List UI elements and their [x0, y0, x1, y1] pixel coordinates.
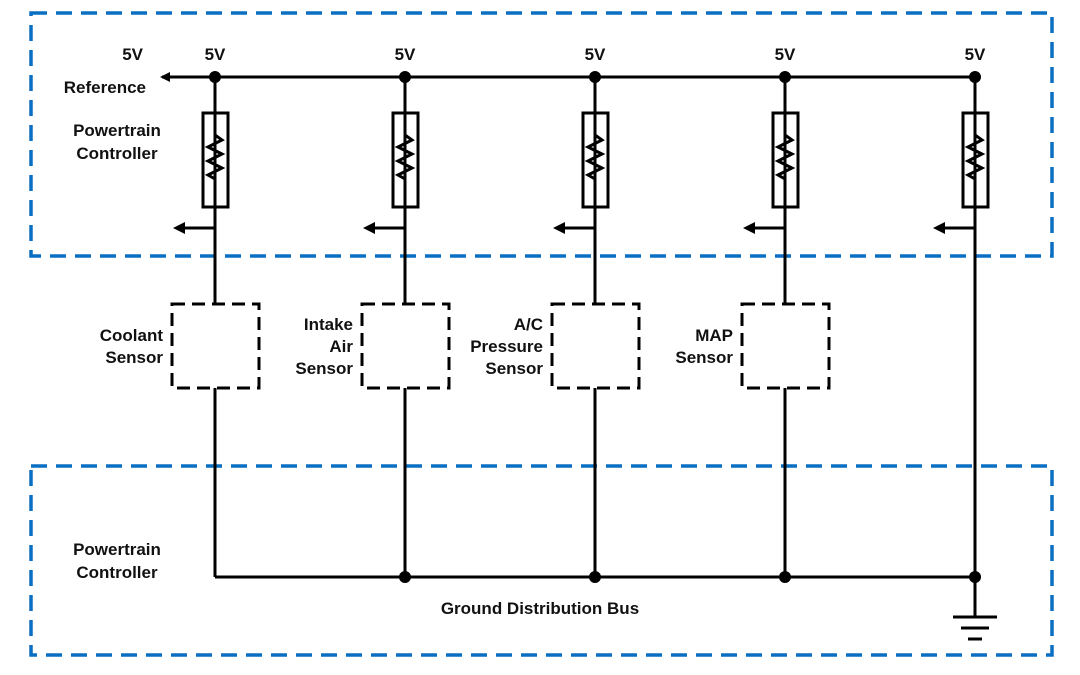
junction-dot	[399, 71, 411, 83]
junction-dot	[779, 571, 791, 583]
voltage-label: 5V	[775, 45, 796, 64]
sensor-box	[740, 302, 831, 390]
junction-dot	[589, 571, 601, 583]
sensor-label: Sensor	[485, 359, 543, 378]
sensor-box	[360, 302, 451, 390]
junction-dot	[969, 571, 981, 583]
sensor-label: Intake	[304, 315, 353, 334]
sensor-column: 5V	[933, 45, 990, 583]
voltage-label: 5V	[585, 45, 606, 64]
resistor-zigzag-icon	[774, 113, 796, 207]
arrow-head-icon	[363, 222, 375, 234]
ground-bus-label: Ground Distribution Bus	[441, 599, 639, 618]
voltage-label: 5V	[205, 45, 226, 64]
junction-dot	[779, 71, 791, 83]
junction-dot	[209, 71, 221, 83]
top-zone-label-1: Powertrain	[73, 121, 161, 140]
top-controller-zone	[29, 11, 1054, 258]
top-zone-label-2: Controller	[76, 144, 158, 163]
sensor-label: Pressure	[470, 337, 543, 356]
sensor-label: Air	[329, 337, 353, 356]
sensor-box	[170, 302, 261, 390]
voltage-label: 5V	[965, 45, 986, 64]
sensor-label: A/C	[514, 315, 543, 334]
junction-dot	[969, 71, 981, 83]
sensor-label: Coolant	[100, 326, 164, 345]
sensor-label: Sensor	[675, 348, 733, 367]
bottom-zone-label-1: Powertrain	[73, 540, 161, 559]
resistor-zigzag-icon	[394, 113, 416, 207]
ground-symbol-icon	[953, 577, 997, 641]
sensor-label: Sensor	[105, 348, 163, 367]
arrow-head-icon	[173, 222, 185, 234]
resistor-zigzag-icon	[964, 113, 986, 207]
arrow-head-icon	[933, 222, 945, 234]
bottom-zone-label-2: Controller	[76, 563, 158, 582]
sensor-label: Sensor	[295, 359, 353, 378]
voltage-label: 5V	[395, 45, 416, 64]
resistor-zigzag-icon	[584, 113, 606, 207]
sensor-label: MAP	[695, 326, 733, 345]
reference-label: Reference	[64, 78, 146, 97]
junction-dot	[589, 71, 601, 83]
arrow-head-icon	[553, 222, 565, 234]
sensor-box	[550, 302, 641, 390]
reference-voltage-label: 5V	[122, 45, 143, 64]
resistor-zigzag-icon	[204, 113, 226, 207]
junction-dot	[399, 571, 411, 583]
bottom-controller-zone	[29, 464, 1054, 657]
arrow-head-icon	[743, 222, 755, 234]
sensor-column: 5V MAP Sensor	[675, 45, 831, 583]
